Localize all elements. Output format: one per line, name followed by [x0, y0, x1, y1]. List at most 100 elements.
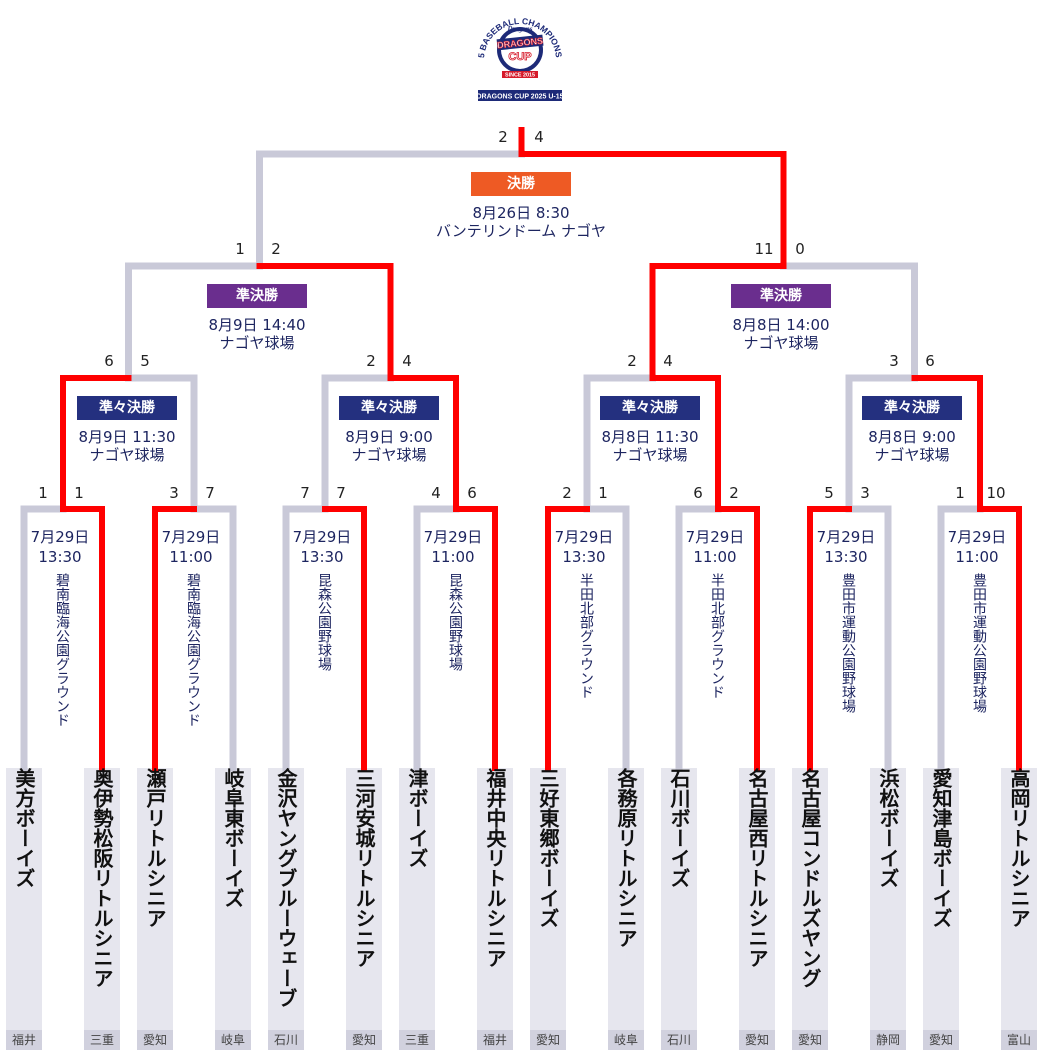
team-column-bg — [84, 768, 120, 1030]
r1-3-time: 13:30 — [300, 548, 344, 566]
team-column-bg — [530, 768, 566, 1030]
team-column-bg — [346, 768, 382, 1030]
quarter-4-venue: ナゴヤ球場 — [874, 446, 950, 464]
team-12-name: 名古屋西リトルシニア — [745, 768, 769, 968]
r1-7-time: 13:30 — [824, 548, 868, 566]
quarter-4-label: 準々決勝 — [862, 396, 962, 420]
r1-6-score-right: 2 — [729, 484, 739, 502]
team-3-pref: 愛知 — [137, 1030, 173, 1050]
team-column-bg — [870, 768, 906, 1030]
team-column-bg — [477, 768, 513, 1030]
team-column-bg — [6, 768, 42, 1030]
semi-1-score-left: 1 — [235, 240, 245, 258]
semi-2-label: 準決勝 — [731, 284, 831, 308]
team-6-name: 三河安城リトルシニア — [352, 768, 376, 968]
r1-6-score-left: 6 — [693, 484, 703, 502]
team-10-name: 各務原リトルシニア — [614, 768, 638, 948]
team-column-bg — [268, 768, 304, 1030]
quarter-1-score-left: 6 — [104, 352, 114, 370]
team-9-name: 三好東郷ボーイズ — [536, 768, 560, 928]
team-16-pref: 富山 — [1001, 1030, 1037, 1050]
quarter-3-score-right: 4 — [663, 352, 673, 370]
r1-4-date: 7月29日 — [423, 528, 483, 546]
r1-8-time: 11:00 — [955, 548, 999, 566]
r1-5-time: 13:30 — [562, 548, 606, 566]
team-7-name: 津ボーイズ — [405, 768, 429, 868]
team-column-bg — [608, 768, 644, 1030]
team-15-pref: 愛知 — [923, 1030, 959, 1050]
semi-1-score-right: 2 — [271, 240, 281, 258]
quarter-2-date: 8月9日 9:00 — [345, 428, 433, 446]
team-column-bg — [215, 768, 251, 1030]
r1-1-score-right: 1 — [74, 484, 84, 502]
r1-1-venue: 碧南臨海公園グラウンド — [54, 573, 70, 727]
r1-2-score-right: 7 — [205, 484, 215, 502]
team-5-pref: 石川 — [268, 1030, 304, 1050]
quarter-1-venue: ナゴヤ球場 — [89, 446, 165, 464]
quarter-1-score-right: 5 — [140, 352, 150, 370]
team-1-pref: 福井 — [6, 1030, 42, 1050]
quarter-1-date: 8月9日 11:30 — [78, 428, 176, 446]
r1-7-score-left: 5 — [824, 484, 834, 502]
team-column-bg — [739, 768, 775, 1030]
team-column-bg — [137, 768, 173, 1030]
team-12-pref: 愛知 — [739, 1030, 775, 1050]
r1-1-date: 7月29日 — [30, 528, 90, 546]
team-16-name: 高岡リトルシニア — [1007, 768, 1031, 928]
logo-title-cup: CUP — [508, 51, 531, 63]
team-2-pref: 三重 — [84, 1030, 120, 1050]
semi-2-date: 8月8日 14:00 — [732, 316, 830, 334]
r1-8-venue: 豊田市運動公園野球場 — [971, 573, 987, 713]
r1-3-score-right: 7 — [336, 484, 346, 502]
r1-8-score-left: 1 — [955, 484, 965, 502]
team-8-name: 福井中央リトルシニア — [483, 768, 507, 968]
team-14-name: 浜松ボーイズ — [876, 768, 900, 888]
team-column-bg — [661, 768, 697, 1030]
team-column-bg — [399, 768, 435, 1030]
r1-1-time: 13:30 — [38, 548, 82, 566]
team-11-pref: 石川 — [661, 1030, 697, 1050]
quarter-3-venue: ナゴヤ球場 — [612, 446, 688, 464]
quarter-2-score-left: 2 — [366, 352, 376, 370]
team-14-pref: 静岡 — [870, 1030, 906, 1050]
quarter-1-label: 準々決勝 — [77, 396, 177, 420]
semi-2-venue: ナゴヤ球場 — [743, 334, 819, 352]
r1-5-venue: 半田北部グラウンド — [578, 573, 594, 699]
dragons-cup-logo: U-15 BASEBALL CHAMPIONSHIP Dragons DRAGO… — [470, 4, 564, 101]
quarter-4-score-left: 3 — [889, 352, 899, 370]
final-venue: バンテリンドーム ナゴヤ — [435, 222, 607, 240]
team-13-pref: 愛知 — [792, 1030, 828, 1050]
semi-2-score-right: 0 — [795, 240, 805, 258]
r1-4-time: 11:00 — [431, 548, 475, 566]
final-label: 決勝 — [471, 172, 571, 196]
r1-2-date: 7月29日 — [161, 528, 221, 546]
r1-6-time: 11:00 — [693, 548, 737, 566]
team-column-bg — [923, 768, 959, 1030]
team-15-name: 愛知津島ボーイズ — [929, 768, 953, 928]
r1-3-venue: 昆森公園野球場 — [316, 573, 332, 671]
r1-6-date: 7月29日 — [685, 528, 745, 546]
final-score-right: 4 — [534, 128, 544, 146]
r1-2-time: 11:00 — [169, 548, 213, 566]
team-11-name: 石川ボーイズ — [667, 768, 691, 888]
r1-7-date: 7月29日 — [816, 528, 876, 546]
team-2-name: 奥伊勢松阪リトルシニア — [90, 768, 114, 988]
r1-3-score-left: 7 — [300, 484, 310, 502]
team-column-bg — [1001, 768, 1037, 1030]
team-4-name: 岐阜東ボーイズ — [221, 768, 245, 908]
team-column-bg — [792, 768, 828, 1030]
semi-1-label: 準決勝 — [207, 284, 307, 308]
final-date: 8月26日 8:30 — [472, 204, 570, 222]
team-8-pref: 福井 — [477, 1030, 513, 1050]
logo-ribbon: DRAGONS CUP 2025 U-15 — [476, 94, 563, 101]
r1-2-score-left: 3 — [169, 484, 179, 502]
team-5-name: 金沢ヤングブルーウェーブ — [274, 768, 298, 1008]
logo-since: SINCE 2015 — [505, 73, 535, 79]
team-6-pref: 愛知 — [346, 1030, 382, 1050]
r1-4-score-left: 4 — [431, 484, 441, 502]
team-1-name: 美方ボーイズ — [12, 768, 36, 888]
team-3-name: 瀬戸リトルシニア — [143, 768, 167, 928]
r1-4-score-right: 6 — [467, 484, 477, 502]
semi-1-venue: ナゴヤ球場 — [219, 334, 295, 352]
